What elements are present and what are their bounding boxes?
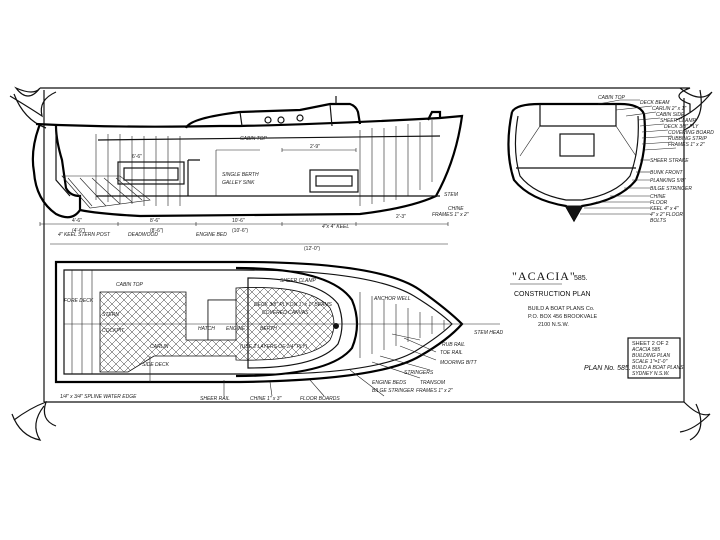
border-frame xyxy=(9,86,713,441)
label-stem: STEM xyxy=(444,192,459,198)
title-block: "ACACIA" 585. CONSTRUCTION PLAN BUILD A … xyxy=(510,269,631,372)
section-label-3: CARLIN 2" x 1" xyxy=(652,106,686,112)
plan-label-plank-note: 1/4" x 3/4" SPLINE WATER EDGE xyxy=(60,394,137,400)
plan-label-toe-rail: TOE RAIL xyxy=(440,350,463,356)
label-bunk: SINGLE BERTH xyxy=(222,172,259,178)
sheet-line-4: SCALE 1"=1'-0" xyxy=(632,359,667,365)
builder-line-2: P.O. BOX 456 BROOKVALE xyxy=(528,314,598,320)
plan-number: PLAN No. 585. xyxy=(584,365,631,372)
section-label-18: BOLTS xyxy=(650,218,667,224)
section-view: CABIN TOP DECK BEAM CARLIN 2" x 1" CABIN… xyxy=(507,95,714,224)
plan-label-bilge: BILGE STRINGER xyxy=(372,388,414,394)
section-label-9: FRAMES 1" x 2" xyxy=(668,142,705,148)
plan-label-frames: FRAMES 1" x 2" xyxy=(416,388,453,394)
sheet-line-5: BUILD A BOAT PLANS xyxy=(632,365,684,371)
profile-view: 4" KEEL STERN POST DEADWOOD ENGINE BED 4… xyxy=(31,96,469,252)
plan-label-stringers: STRINGERS xyxy=(404,370,434,376)
dim-3: 10'-6" xyxy=(232,218,245,224)
dim-7: (12'-0") xyxy=(304,246,320,252)
plan-label-cabin-top: CABIN TOP xyxy=(116,282,144,288)
plan-label-rub-rail: RUB RAIL xyxy=(442,342,465,348)
porthole-3 xyxy=(296,114,304,122)
plan-label-fore-deck: FORE DECK xyxy=(64,298,94,304)
section-label-16: KEEL 4" x 4" xyxy=(650,206,679,212)
plan-label-hatch: HATCH xyxy=(198,326,215,332)
plan-label-floorboards: FLOOR BOARDS xyxy=(300,396,340,402)
dim-2: 8'-6" xyxy=(150,218,160,224)
dim-1: 4'-6" xyxy=(72,218,82,224)
dim-9: 6'-6" xyxy=(132,154,142,160)
section-label-17: 4" x 2" FLOOR xyxy=(650,212,683,218)
section-label-12: PLANKING 5/8" xyxy=(650,178,686,184)
section-label-15: FLOOR xyxy=(650,200,668,206)
dim-10: 2'-3" xyxy=(396,214,406,220)
dim-5: (8'-6") xyxy=(150,228,164,234)
plan-label-layers-note: (USE 2 LAYERS OF 1/4" PLY) xyxy=(240,344,308,350)
plan-label-side-deck: SIDE DECK xyxy=(142,362,170,368)
plan-label-deck-note: DECK 3/8" PLY ON 1" x 1" BEAMS xyxy=(254,302,333,308)
section-label-6: DECK 3/8" PLY xyxy=(664,124,699,130)
dim-6: (10'-6") xyxy=(232,228,248,234)
plan-view: CABIN TOP SHEER CLAMP FORE DECK COCKPIT … xyxy=(54,260,504,402)
label-chine: CHINE xyxy=(448,206,464,212)
plan-label-stern: STERN xyxy=(102,312,119,318)
label-engine-bed: ENGINE BED xyxy=(196,232,227,238)
plan-label-transom: TRANSOM xyxy=(420,380,446,386)
plan-label-anchor-well: ANCHOR WELL xyxy=(373,296,411,302)
dim-8: 2'-9" xyxy=(310,144,320,150)
plan-label-cockpit: COCKPIT xyxy=(102,328,125,334)
section-label-8: RUBBING STRIP xyxy=(668,136,708,142)
label-cabin-top: CABIN TOP xyxy=(240,136,268,142)
builder-line-1: BUILD A BOAT PLANS Co. xyxy=(528,306,595,312)
section-label-1: CABIN TOP xyxy=(598,95,626,101)
sheet-line-6: SYDNEY N.S.W. xyxy=(632,371,670,377)
section-label-14: CHINE xyxy=(650,194,666,200)
plan-label-engine-beds: ENGINE BEDS xyxy=(372,380,407,386)
plan-label-stem-head: STEM HEAD xyxy=(474,330,504,336)
dim-4: (4'-6") xyxy=(72,228,86,234)
label-stern-post: 4" KEEL STERN POST xyxy=(58,232,111,238)
plan-label-chine: CHINE 1" x 3" xyxy=(250,396,282,402)
plan-label-engine: ENGINE xyxy=(226,326,246,332)
sheet-info-box: SHEET 2 OF 2 ACACIA 585 BUILDING PLAN SC… xyxy=(627,337,684,379)
section-label-7: COVERING BOARD xyxy=(668,130,714,136)
section-label-13: BILGE STRINGER xyxy=(650,186,692,192)
sheet-line-2: ACACIA 585 xyxy=(631,347,660,353)
label-galley: GALLEY SINK xyxy=(222,180,255,186)
plan-label-cover-note: COVERED CANVAS xyxy=(262,310,309,316)
section-label-4: CABIN SIDE xyxy=(656,112,685,118)
section-label-11: BUNK FRONT xyxy=(650,170,683,176)
label-frames: FRAMES 1" x 2" xyxy=(432,212,469,218)
sheet-line-1: SHEET 2 OF 2 xyxy=(632,341,669,347)
porthole-2 xyxy=(277,116,285,124)
plan-label-bitt: MOORING BITT xyxy=(440,360,478,366)
label-deadwood: DEADWOOD xyxy=(128,232,158,238)
boat-name: "ACACIA" xyxy=(512,269,576,283)
plan-type: CONSTRUCTION PLAN xyxy=(514,291,591,298)
section-label-2: DECK BEAM xyxy=(640,100,670,106)
plan-label-berth: BERTH xyxy=(260,326,277,332)
mast-step xyxy=(333,323,339,329)
design-number: 585. xyxy=(574,275,588,282)
sheet-line-3: BUILDING PLAN xyxy=(632,353,670,359)
porthole-1 xyxy=(264,116,272,124)
plan-label-carlin: CARLIN xyxy=(150,344,169,350)
plan-label-sheer-rail: SHEER RAIL xyxy=(200,396,230,402)
label-keel: 4"x 4" KEEL xyxy=(322,224,349,230)
builder-line-3: 2100 N.S.W. xyxy=(538,322,569,328)
section-label-10: SHEER STRAKE xyxy=(650,158,689,164)
plan-label-sheer-clamp: SHEER CLAMP xyxy=(280,278,317,284)
section-label-5: SHEER CLAMP xyxy=(660,118,697,124)
